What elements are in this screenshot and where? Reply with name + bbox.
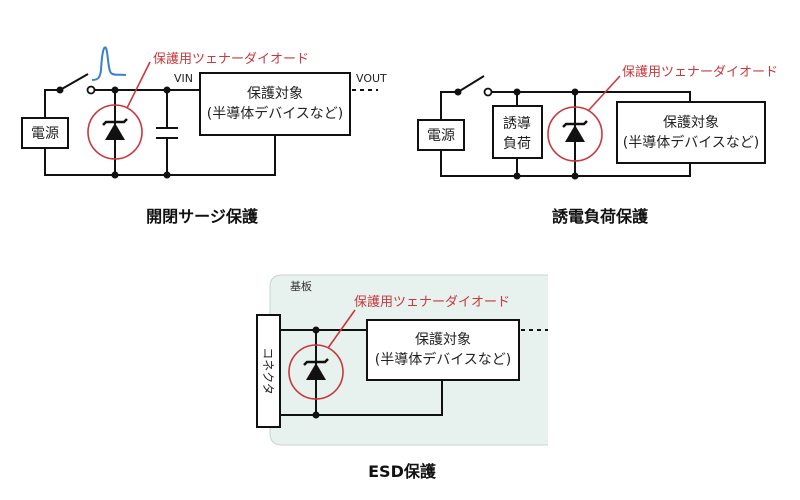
wire-top (491, 91, 691, 102)
connector-box (256, 314, 281, 428)
power-source-label: 電源 (31, 126, 59, 142)
leader-line (126, 61, 151, 109)
zener-label: 保護用ツェナーダイオード (622, 64, 778, 80)
board-label: 基板 (290, 279, 312, 293)
power-source-box (21, 117, 69, 149)
leader-line (327, 309, 356, 349)
target-label-2: (半導体デバイスなど) (207, 105, 344, 122)
zener-diode-icon (561, 119, 589, 144)
protected-target-box (366, 319, 520, 381)
panel-switching-surge: 電源 保護用ツェナーダイオード VIN 保護対象 (半導体デバイスなど) VOU… (21, 46, 387, 226)
power-source-label: 電源 (427, 128, 455, 144)
target-label-2: (半導体デバイスなど) (375, 351, 512, 368)
target-label-1: 保護対象 (415, 332, 471, 348)
panel-inductive-load: 電源 誘導 負荷 保護用ツェナーダイオード 保護対象 (半導体デバイスなど) 誘… (417, 64, 778, 226)
wire-bottom (280, 380, 443, 416)
switch-terminal (483, 87, 493, 97)
panel-esd: 基板 コネクタ 保護用ツェナーダイオード 保護対象 (半導体デバイスなど) ES… (256, 274, 548, 481)
zener-label: 保護用ツェナーダイオード (153, 51, 309, 67)
target-label-1: 保護対象 (247, 86, 303, 102)
surge-pulse-icon (91, 46, 127, 81)
protected-target-box (199, 72, 351, 136)
zener-highlight-circle (288, 344, 344, 400)
vin-label: VIN (174, 72, 193, 85)
panel-title: 誘電負荷保護 (552, 207, 649, 226)
panel-title: ESD保護 (368, 462, 437, 481)
power-source-box (417, 119, 465, 151)
protected-target-box (616, 101, 766, 164)
zener-highlight-circle (547, 106, 603, 162)
junction-dot (56, 86, 64, 94)
inductive-load-box (492, 105, 543, 159)
switch-icon (59, 73, 89, 91)
load-label-1: 誘導 (503, 116, 531, 132)
wire-loop (44, 89, 276, 176)
switch-icon (457, 75, 485, 93)
target-label-1: 保護対象 (663, 115, 719, 131)
zener-highlight-circle (87, 104, 143, 160)
connector-label: コネクタ (261, 347, 275, 395)
load-label-2: 負荷 (503, 136, 531, 152)
target-label-2: (半導体デバイスなど) (623, 134, 760, 151)
leader-line (587, 75, 621, 112)
zener-diode-icon (101, 117, 129, 142)
switch-terminal (86, 85, 96, 95)
zener-label: 保護用ツェナーダイオード (354, 294, 510, 310)
wire-loop (440, 91, 691, 177)
panel-title: 開閉サージ保護 (146, 207, 259, 226)
vout-label: VOUT (356, 72, 387, 85)
